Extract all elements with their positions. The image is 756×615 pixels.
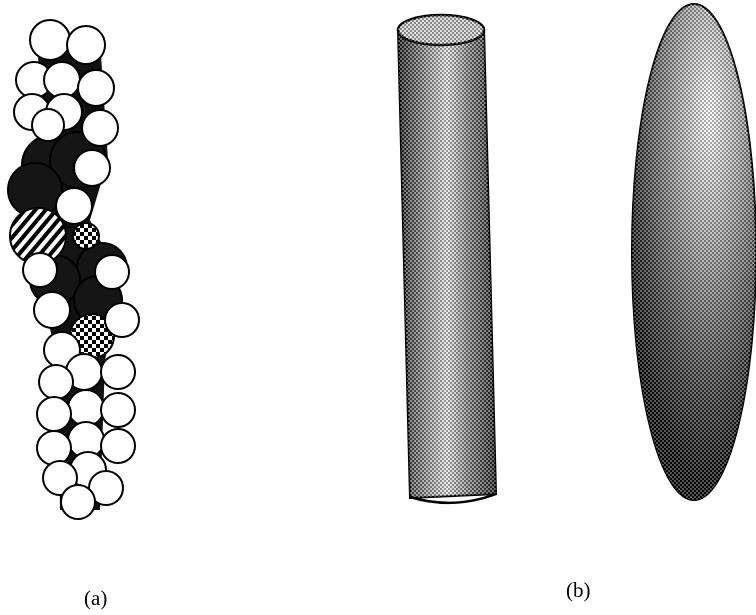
panel-b-caption: (b) bbox=[566, 578, 591, 603]
rigid-rod-cylinder bbox=[398, 15, 496, 503]
cylinder-top-cap-stipple bbox=[398, 15, 484, 45]
prolate-ellipsoid bbox=[632, 4, 756, 500]
checkered-atom-small bbox=[73, 223, 99, 249]
space-filling-molecule-model bbox=[8, 20, 139, 519]
cylinder-body-stipple bbox=[398, 28, 496, 498]
panel-a-caption: (a) bbox=[84, 586, 107, 611]
ellipsoid-stipple bbox=[632, 4, 756, 500]
